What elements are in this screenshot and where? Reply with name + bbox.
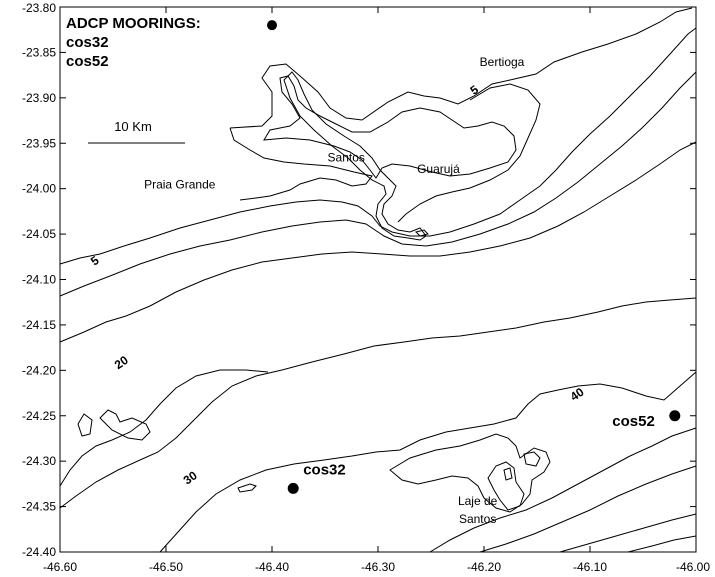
y-axis: -23.80 -23.85 -23.90 -23.95 -24.00 -24.05 -24.… <box>22 1 696 559</box>
contour-label: 5 <box>468 82 482 97</box>
isobath-5 <box>59 27 697 265</box>
laje-inner-1 <box>487 461 525 511</box>
place-label: Santos <box>459 512 496 526</box>
santos-bay-outline <box>263 75 517 179</box>
x-tick-label: -46.00 <box>676 560 710 574</box>
moorings: cos32 cos52 <box>287 410 681 494</box>
small-island-west <box>77 413 93 437</box>
x-axis: -46.60 -46.50 -46.40 -46.30 -46.20 -46.10 -46.… <box>43 7 710 574</box>
mooring-label-cos32: cos32 <box>303 461 346 478</box>
isobath-deep-2 <box>429 427 697 553</box>
small-bump-west <box>99 409 151 441</box>
y-tick-label: -24.40 <box>22 545 56 559</box>
channel-outline <box>283 71 427 241</box>
mooring-label-cos52: cos52 <box>612 413 655 430</box>
isobath-10 <box>59 71 697 297</box>
place-label: Praia Grande <box>144 178 216 192</box>
legend-item-cos32: cos32 <box>66 34 109 51</box>
contour-label: 20 <box>112 353 131 372</box>
place-label: Laje de <box>458 494 498 508</box>
y-tick-label: -24.10 <box>22 273 56 287</box>
y-tick-label: -24.35 <box>22 500 56 514</box>
contour-label: 30 <box>181 468 200 487</box>
coastline <box>229 7 693 201</box>
x-tick-label: -46.60 <box>43 560 77 574</box>
isobath-deep-3 <box>479 465 697 553</box>
laje-inner-2 <box>523 451 541 467</box>
isobath-30 <box>59 297 697 509</box>
x-tick-label: -46.20 <box>467 560 501 574</box>
place-label: Guarujá <box>417 162 460 176</box>
legend-item-cos52: cos52 <box>66 53 109 70</box>
isobath-deep-5 <box>627 535 697 553</box>
mooring-marker-cos32 <box>287 482 299 494</box>
y-tick-label: -23.80 <box>22 1 56 15</box>
contour-label: 5 <box>88 253 102 268</box>
y-tick-label: -24.25 <box>22 409 56 423</box>
y-tick-label: -24.20 <box>22 363 56 377</box>
small-island-center <box>237 483 257 493</box>
x-tick-label: -46.30 <box>361 560 395 574</box>
small-island-bay <box>415 229 429 237</box>
y-tick-label: -23.85 <box>22 45 56 59</box>
mooring-marker-cos52 <box>669 410 681 422</box>
x-tick-label: -46.50 <box>149 560 183 574</box>
place-label: Santos <box>328 150 365 164</box>
isobath-deep-1 <box>59 369 269 487</box>
plot-frame <box>59 6 697 553</box>
laje-de-santos-outline <box>389 433 551 513</box>
legend-mooring-marker <box>267 20 277 31</box>
y-tick-label: -24.30 <box>22 454 56 468</box>
y-tick-label: -24.05 <box>22 227 56 241</box>
place-label: Bertioga <box>480 55 525 69</box>
isobath-40 <box>159 371 697 553</box>
y-tick-label: -23.90 <box>22 91 56 105</box>
laje-inner-3 <box>503 467 513 481</box>
scale-bar-label: 10 Km <box>114 119 152 134</box>
x-tick-label: -46.40 <box>255 560 289 574</box>
isobath-20 <box>59 141 697 343</box>
y-tick-label: -24.15 <box>22 318 56 332</box>
legend-title: ADCP MOORINGS: <box>66 15 201 32</box>
y-tick-label: -23.95 <box>22 136 56 150</box>
y-tick-label: -24.00 <box>22 182 56 196</box>
bertioga-channel <box>397 83 541 223</box>
x-tick-label: -46.10 <box>573 560 607 574</box>
isobath-deep-4 <box>559 513 697 553</box>
